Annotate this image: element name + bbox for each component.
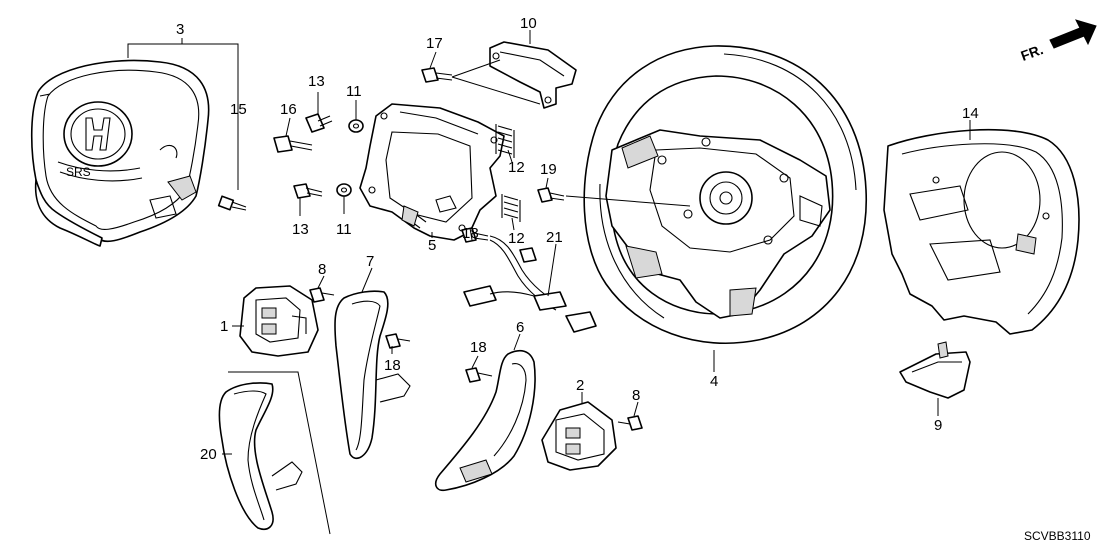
callout-9: 9 [934, 417, 942, 434]
bolt-13-lower [293, 183, 323, 199]
callout-19: 19 [540, 161, 557, 178]
callout-3: 3 [176, 21, 184, 38]
wheel-bracket-frame [359, 103, 505, 241]
callout-6: 6 [516, 319, 524, 336]
callout-1: 1 [220, 318, 228, 335]
callout-8-left: 8 [318, 261, 326, 278]
callout-16: 16 [280, 101, 297, 118]
right-spoke-trim-6 [434, 349, 536, 492]
front-direction-arrow [1049, 19, 1097, 49]
callout-13-lower: 13 [292, 221, 309, 238]
steering-wheel [583, 45, 867, 344]
lower-cover-9 [899, 341, 971, 399]
callout-5: 5 [428, 237, 436, 254]
callout-10: 10 [520, 15, 537, 32]
callout-11-upper: 11 [346, 83, 362, 100]
rear-cover [883, 128, 1080, 335]
spring-12-lower [501, 194, 521, 222]
bolt-18-right [465, 367, 493, 383]
front-direction-label: FR. [1019, 41, 1046, 64]
callout-14: 14 [962, 105, 979, 122]
callout-18-left: 18 [384, 357, 401, 374]
callout-4: 4 [710, 373, 718, 390]
screw-8-left [309, 287, 335, 303]
bolt-13-upper [305, 113, 333, 133]
airbag-module: SRS [30, 59, 210, 247]
callout-2: 2 [576, 377, 584, 394]
left-spoke-trim-7 [334, 290, 411, 460]
washer-11-upper [348, 119, 364, 133]
wire-harness [463, 235, 597, 333]
callout-18-harness: 18 [462, 225, 479, 242]
callout-8-right: 8 [632, 387, 640, 404]
switch-assembly-1 [239, 285, 319, 357]
screw-8-right [617, 415, 643, 431]
callout-12-upper: 12 [508, 159, 525, 176]
bolt-19 [537, 187, 565, 203]
bolt-16 [273, 135, 313, 153]
airbag-srs-badge: SRS [66, 165, 91, 179]
callout-15: 15 [230, 101, 247, 118]
callout-17: 17 [426, 35, 443, 52]
callout-11-lower: 11 [336, 221, 352, 238]
bolt-15 [217, 195, 247, 211]
callout-18-right: 18 [470, 339, 487, 356]
callout-20: 20 [200, 446, 217, 463]
bolt-17 [421, 67, 453, 83]
upper-bracket-10 [489, 41, 577, 109]
bolt-18-left [385, 333, 411, 349]
callout-13-upper: 13 [308, 73, 325, 90]
callout-7: 7 [366, 253, 374, 270]
spring-12-upper [495, 124, 515, 158]
diagram-reference-code: SCVBB3110 [1024, 529, 1091, 543]
switch-assembly-2 [541, 401, 617, 471]
washer-11-lower [336, 183, 352, 197]
bolt-18-harness [461, 227, 489, 243]
trim-variant-20 [218, 382, 303, 530]
callout-12-lower: 12 [508, 230, 525, 247]
callout-21: 21 [546, 229, 563, 246]
